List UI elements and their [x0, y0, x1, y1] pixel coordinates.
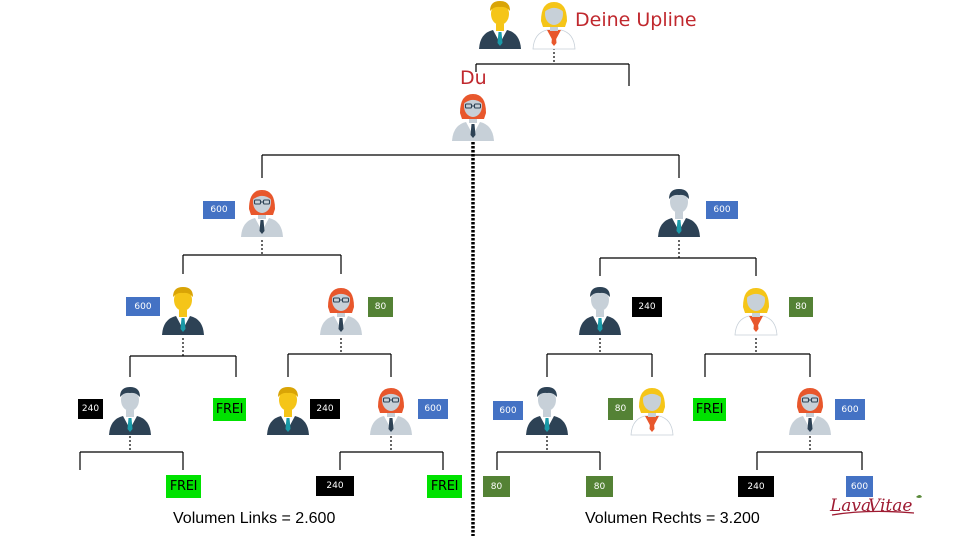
- logo-text-lava: Lava: [829, 496, 871, 516]
- badge-RLL: 600: [493, 401, 523, 420]
- badge-R4c: 240: [738, 476, 774, 497]
- woman-red-glasses-icon: [320, 288, 362, 335]
- badge-R4d: 600: [846, 476, 873, 497]
- man-gray-icon: [109, 387, 151, 435]
- badge-RRR: 600: [835, 399, 865, 420]
- woman-red-glasses-icon: [789, 388, 831, 435]
- upline-label: Deine Upline: [575, 9, 697, 31]
- frei-slot-L4c: FREI: [427, 475, 462, 498]
- badge-LLL: 240: [78, 399, 103, 419]
- volume-left-total: Volumen Links = 2.600: [173, 510, 336, 527]
- badge-RLR: 80: [608, 398, 633, 420]
- badge-R4b: 80: [586, 476, 613, 497]
- woman-red-glasses-icon: [452, 94, 494, 141]
- badge-LRR: 600: [418, 399, 448, 419]
- volume-right-total: Volumen Rechts = 3.200: [585, 510, 760, 527]
- badge-R4a: 80: [483, 476, 510, 497]
- badge-LRL: 240: [310, 399, 340, 419]
- man-blue-icon: [658, 189, 700, 237]
- frei-slot-L4b: FREI: [166, 475, 201, 498]
- frei-slot-LLR: FREI: [213, 398, 246, 421]
- woman-red-glasses-icon: [370, 388, 412, 435]
- woman-blonde-icon: [734, 288, 778, 336]
- badge-L4a: 240: [316, 476, 354, 496]
- badge-LL: 600: [126, 297, 160, 316]
- man-gray-icon: [526, 387, 568, 435]
- woman-blonde-icon: [630, 388, 674, 436]
- badge-L1: 600: [203, 201, 235, 219]
- badge-RR: 80: [789, 297, 813, 317]
- badge-RL: 240: [632, 297, 662, 317]
- man-blue-icon: [579, 287, 621, 335]
- man-yellow-icon: [162, 287, 204, 335]
- woman-red-glasses-icon: [241, 190, 283, 237]
- man-yellow-icon: [479, 1, 521, 49]
- man-yellow-icon: [267, 387, 309, 435]
- lavavitae-logo: Lava Vitae: [829, 495, 922, 516]
- woman-blonde-icon: [532, 2, 576, 50]
- badge-R1: 600: [706, 201, 738, 219]
- frei-slot-RRL: FREI: [693, 398, 726, 421]
- badge-LR: 80: [368, 297, 393, 317]
- you-label: Du: [460, 67, 487, 89]
